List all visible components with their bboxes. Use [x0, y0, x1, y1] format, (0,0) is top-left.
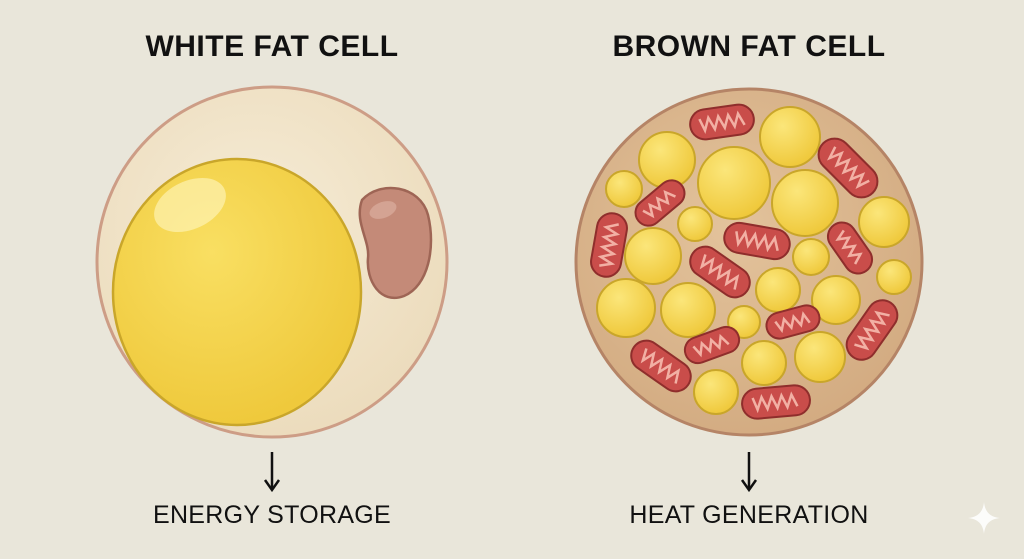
brown-cell-mitochondria	[590, 103, 899, 420]
brown-fat-cell-caption: HEAT GENERATION	[629, 501, 869, 529]
lipid-droplet	[794, 331, 846, 383]
lipid-droplet	[624, 227, 682, 285]
mitochondrion-cristae	[692, 333, 730, 358]
lipid-highlight	[154, 177, 226, 233]
lipid-droplet	[677, 206, 713, 242]
white-fat-cell-caption: ENERGY STORAGE	[152, 501, 392, 529]
white-cell-lipid-droplet	[111, 157, 363, 427]
mitochondrion	[741, 384, 811, 420]
lipid-droplet	[858, 196, 910, 248]
lipid-droplet	[638, 131, 696, 189]
mitochondrion	[683, 325, 741, 365]
lipid-droplet	[741, 340, 787, 386]
lipid-droplet	[876, 259, 912, 295]
mitochondrion-cristae	[827, 146, 870, 189]
mitochondrion	[826, 221, 874, 275]
lipid-droplet	[792, 238, 830, 276]
lipid-droplet	[605, 170, 643, 208]
lipid-droplet	[759, 106, 821, 168]
lipid-droplet	[697, 146, 771, 220]
nucleus-highlight	[369, 201, 397, 219]
mitochondrion-cristae	[699, 254, 740, 290]
mitochondrion-cristae	[597, 223, 621, 267]
lipid-droplet	[755, 267, 801, 313]
lipid-droplet	[811, 275, 861, 325]
brown-cell-lipid-droplets	[596, 106, 912, 415]
lipid-droplet	[660, 282, 716, 338]
mitochondrion-cristae	[642, 189, 676, 219]
mitochondrion-cristae	[751, 391, 799, 414]
arrow-down-icon	[263, 452, 281, 493]
lipid-droplet	[771, 169, 839, 237]
mitochondrion-cristae	[640, 348, 681, 384]
lipid-droplet	[693, 369, 739, 415]
brown-fat-cell-title: BROWN FAT CELL	[612, 30, 886, 63]
mitochondrion-cristae	[854, 310, 890, 351]
mitochondrion-cristae	[735, 229, 779, 253]
mitochondrion-cristae	[774, 311, 811, 334]
mitochondrion-cristae	[835, 229, 863, 265]
white-fat-cell-title: WHITE FAT CELL	[145, 30, 399, 63]
arrow-down-icon	[740, 452, 758, 493]
lipid-droplet	[596, 278, 656, 338]
sparkle-icon	[968, 502, 1000, 534]
mitochondrion-cristae	[698, 110, 746, 134]
